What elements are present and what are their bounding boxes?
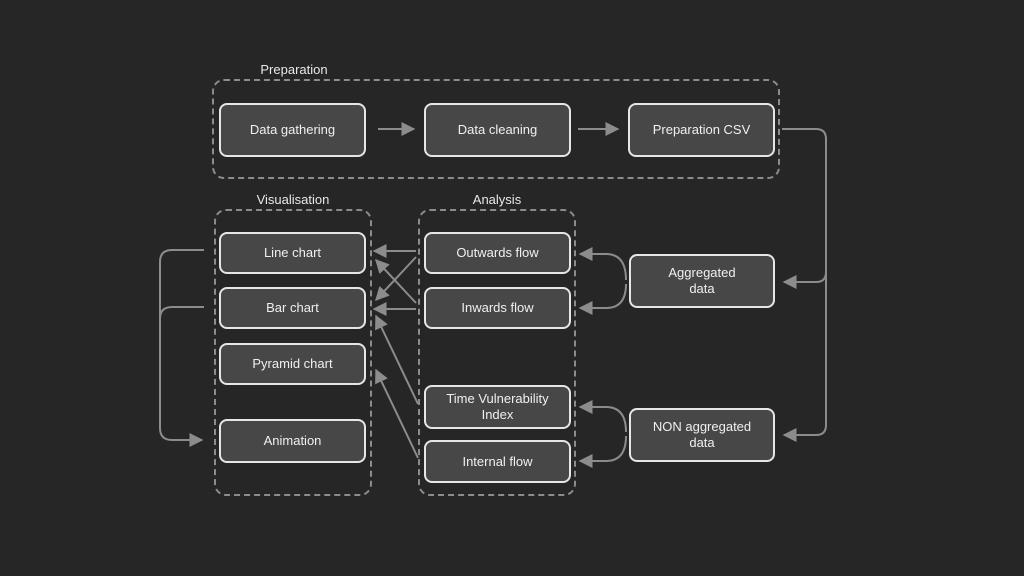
internal-flow-node[interactable]: Internal flow [424, 440, 571, 483]
bar-chart-node[interactable]: Bar chart [219, 287, 366, 329]
pyramid-chart-node[interactable]: Pyramid chart [219, 343, 366, 385]
non-aggregated-data-node[interactable]: NON aggregated data [629, 408, 775, 462]
inwards-flow-node[interactable]: Inwards flow [424, 287, 571, 329]
arrow-internal-to-pyramid [375, 368, 419, 459]
arrow-aggregated-to-outwards [578, 247, 627, 281]
visualisation-group-label: Visualisation [256, 192, 330, 207]
arrow-outwards-to-bar [375, 256, 417, 302]
analysis-group-label: Analysis [472, 192, 522, 207]
preparation-group [212, 79, 780, 179]
animation-node[interactable]: Animation [219, 419, 366, 463]
arrow-csv-to-aggregated [782, 128, 827, 289]
aggregated-data-node[interactable]: Aggregated data [629, 254, 775, 308]
arrow-csv-to-non-aggregated [782, 272, 827, 442]
arrow-aggregated-to-inwards [578, 283, 627, 315]
bracket-bar-branch [159, 306, 204, 320]
line-chart-node[interactable]: Line chart [219, 232, 366, 274]
arrow-inwards-to-line [375, 258, 417, 304]
bracket-charts-to-animation [159, 249, 204, 447]
outwards-flow-node[interactable]: Outwards flow [424, 232, 571, 274]
arrow-nonagg-to-internal [578, 435, 627, 468]
data-cleaning-node[interactable]: Data cleaning [424, 103, 571, 157]
visualisation-group [214, 209, 372, 496]
analysis-group [418, 209, 576, 496]
arrow-nonagg-to-tvi [578, 400, 627, 433]
preparation-csv-node[interactable]: Preparation CSV [628, 103, 775, 157]
data-gathering-node[interactable]: Data gathering [219, 103, 366, 157]
arrow-tvi-to-bar [375, 314, 419, 405]
preparation-group-label: Preparation [260, 62, 328, 77]
time-vulnerability-index-node[interactable]: Time Vulnerability Index [424, 385, 571, 429]
